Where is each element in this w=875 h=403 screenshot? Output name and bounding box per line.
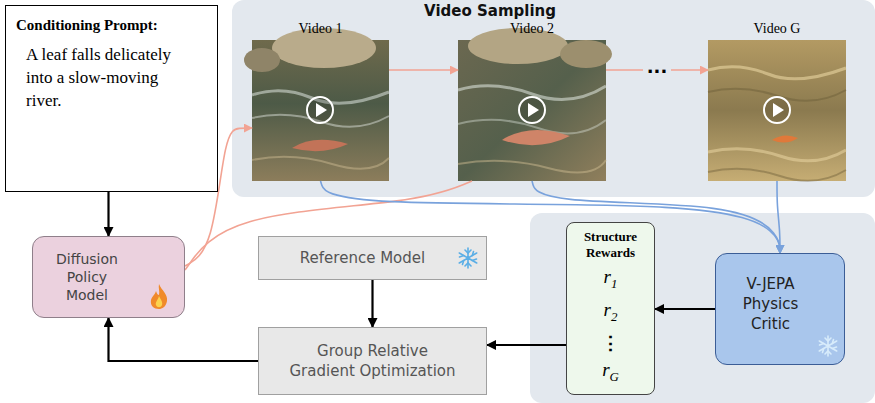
play-icon bbox=[307, 97, 333, 123]
rock bbox=[560, 40, 612, 68]
play-icon bbox=[528, 103, 539, 117]
snowflake bbox=[460, 250, 477, 266]
subscript: 2 bbox=[611, 309, 617, 324]
video-frame bbox=[244, 28, 389, 181]
connector bbox=[109, 318, 259, 361]
play-icon bbox=[519, 97, 545, 123]
ripple bbox=[708, 67, 846, 79]
ripple bbox=[252, 157, 389, 169]
box-label: Diffusion Policy Model bbox=[47, 250, 127, 304]
leaf bbox=[292, 140, 348, 151]
connector bbox=[371, 280, 373, 327]
video-label: Video G bbox=[688, 21, 866, 37]
optimizer-box: Group Relative Gradient Optimization bbox=[258, 327, 487, 395]
subscript: 1 bbox=[611, 275, 617, 290]
water bbox=[708, 40, 846, 181]
ripple bbox=[458, 160, 606, 173]
critic-box: V-JEPA Physics Critic bbox=[715, 253, 845, 365]
rewards-box: Structure Rewards r1 r2 ⋮ rG bbox=[566, 222, 655, 395]
edge-label: ... bbox=[643, 58, 672, 76]
policy-box: Diffusion Policy Model bbox=[32, 236, 185, 318]
box-label: Group Relative Gradient Optimization bbox=[285, 341, 460, 381]
sampling-panel bbox=[232, 0, 875, 197]
snowflake bbox=[819, 336, 836, 356]
sampling-group: Video SamplingVideo 1Video 2Video G bbox=[232, 0, 875, 197]
rock bbox=[244, 48, 280, 72]
box-label: Reference Model bbox=[300, 249, 425, 268]
flame-icon bbox=[151, 284, 167, 309]
reference-box: Reference Model bbox=[258, 236, 487, 280]
reward-symbol: rG bbox=[602, 359, 619, 388]
connector bbox=[487, 344, 566, 346]
ripple bbox=[708, 169, 846, 181]
prompt-text: A leaf falls delicately into a slow-movi… bbox=[26, 43, 176, 112]
video-thumbnail: Video 2 bbox=[458, 40, 606, 181]
rewards-heading: Structure Rewards bbox=[571, 229, 650, 261]
prompt-heading: Conditioning Prompt: bbox=[16, 16, 158, 35]
connector bbox=[655, 308, 715, 310]
snowflake-icon bbox=[459, 248, 476, 268]
box-label: V-JEPA Physics Critic bbox=[728, 274, 813, 334]
leaf bbox=[772, 135, 798, 142]
snowflake bbox=[820, 338, 837, 354]
video-label: Video 1 bbox=[232, 21, 409, 37]
video-thumbnail: Video 1 bbox=[252, 40, 389, 181]
video-frame bbox=[708, 40, 846, 181]
subscript: G bbox=[610, 369, 619, 384]
leaf bbox=[502, 130, 570, 145]
flame-core bbox=[156, 296, 162, 307]
group-title: Video Sampling bbox=[232, 2, 748, 20]
play-icon bbox=[764, 97, 790, 123]
connector bbox=[107, 192, 109, 236]
reward-symbol: r1 bbox=[604, 266, 618, 295]
video-label: Video 2 bbox=[438, 21, 626, 37]
flame bbox=[151, 284, 167, 309]
ellipsis-mark: ⋮ bbox=[601, 333, 620, 355]
reward-symbol: r2 bbox=[604, 299, 618, 328]
snowflake bbox=[459, 248, 476, 268]
prompt-box: Conditioning Prompt: A leaf falls delicat… bbox=[5, 5, 218, 192]
video-thumbnail: Video G bbox=[708, 40, 846, 181]
play-icon bbox=[773, 103, 784, 117]
connector bbox=[389, 69, 458, 71]
ripple bbox=[708, 149, 846, 161]
critic-panel bbox=[530, 213, 875, 403]
video-frame bbox=[458, 28, 612, 181]
connector bbox=[777, 181, 780, 253]
play-icon bbox=[316, 103, 327, 117]
snowflake-icon bbox=[819, 336, 836, 356]
